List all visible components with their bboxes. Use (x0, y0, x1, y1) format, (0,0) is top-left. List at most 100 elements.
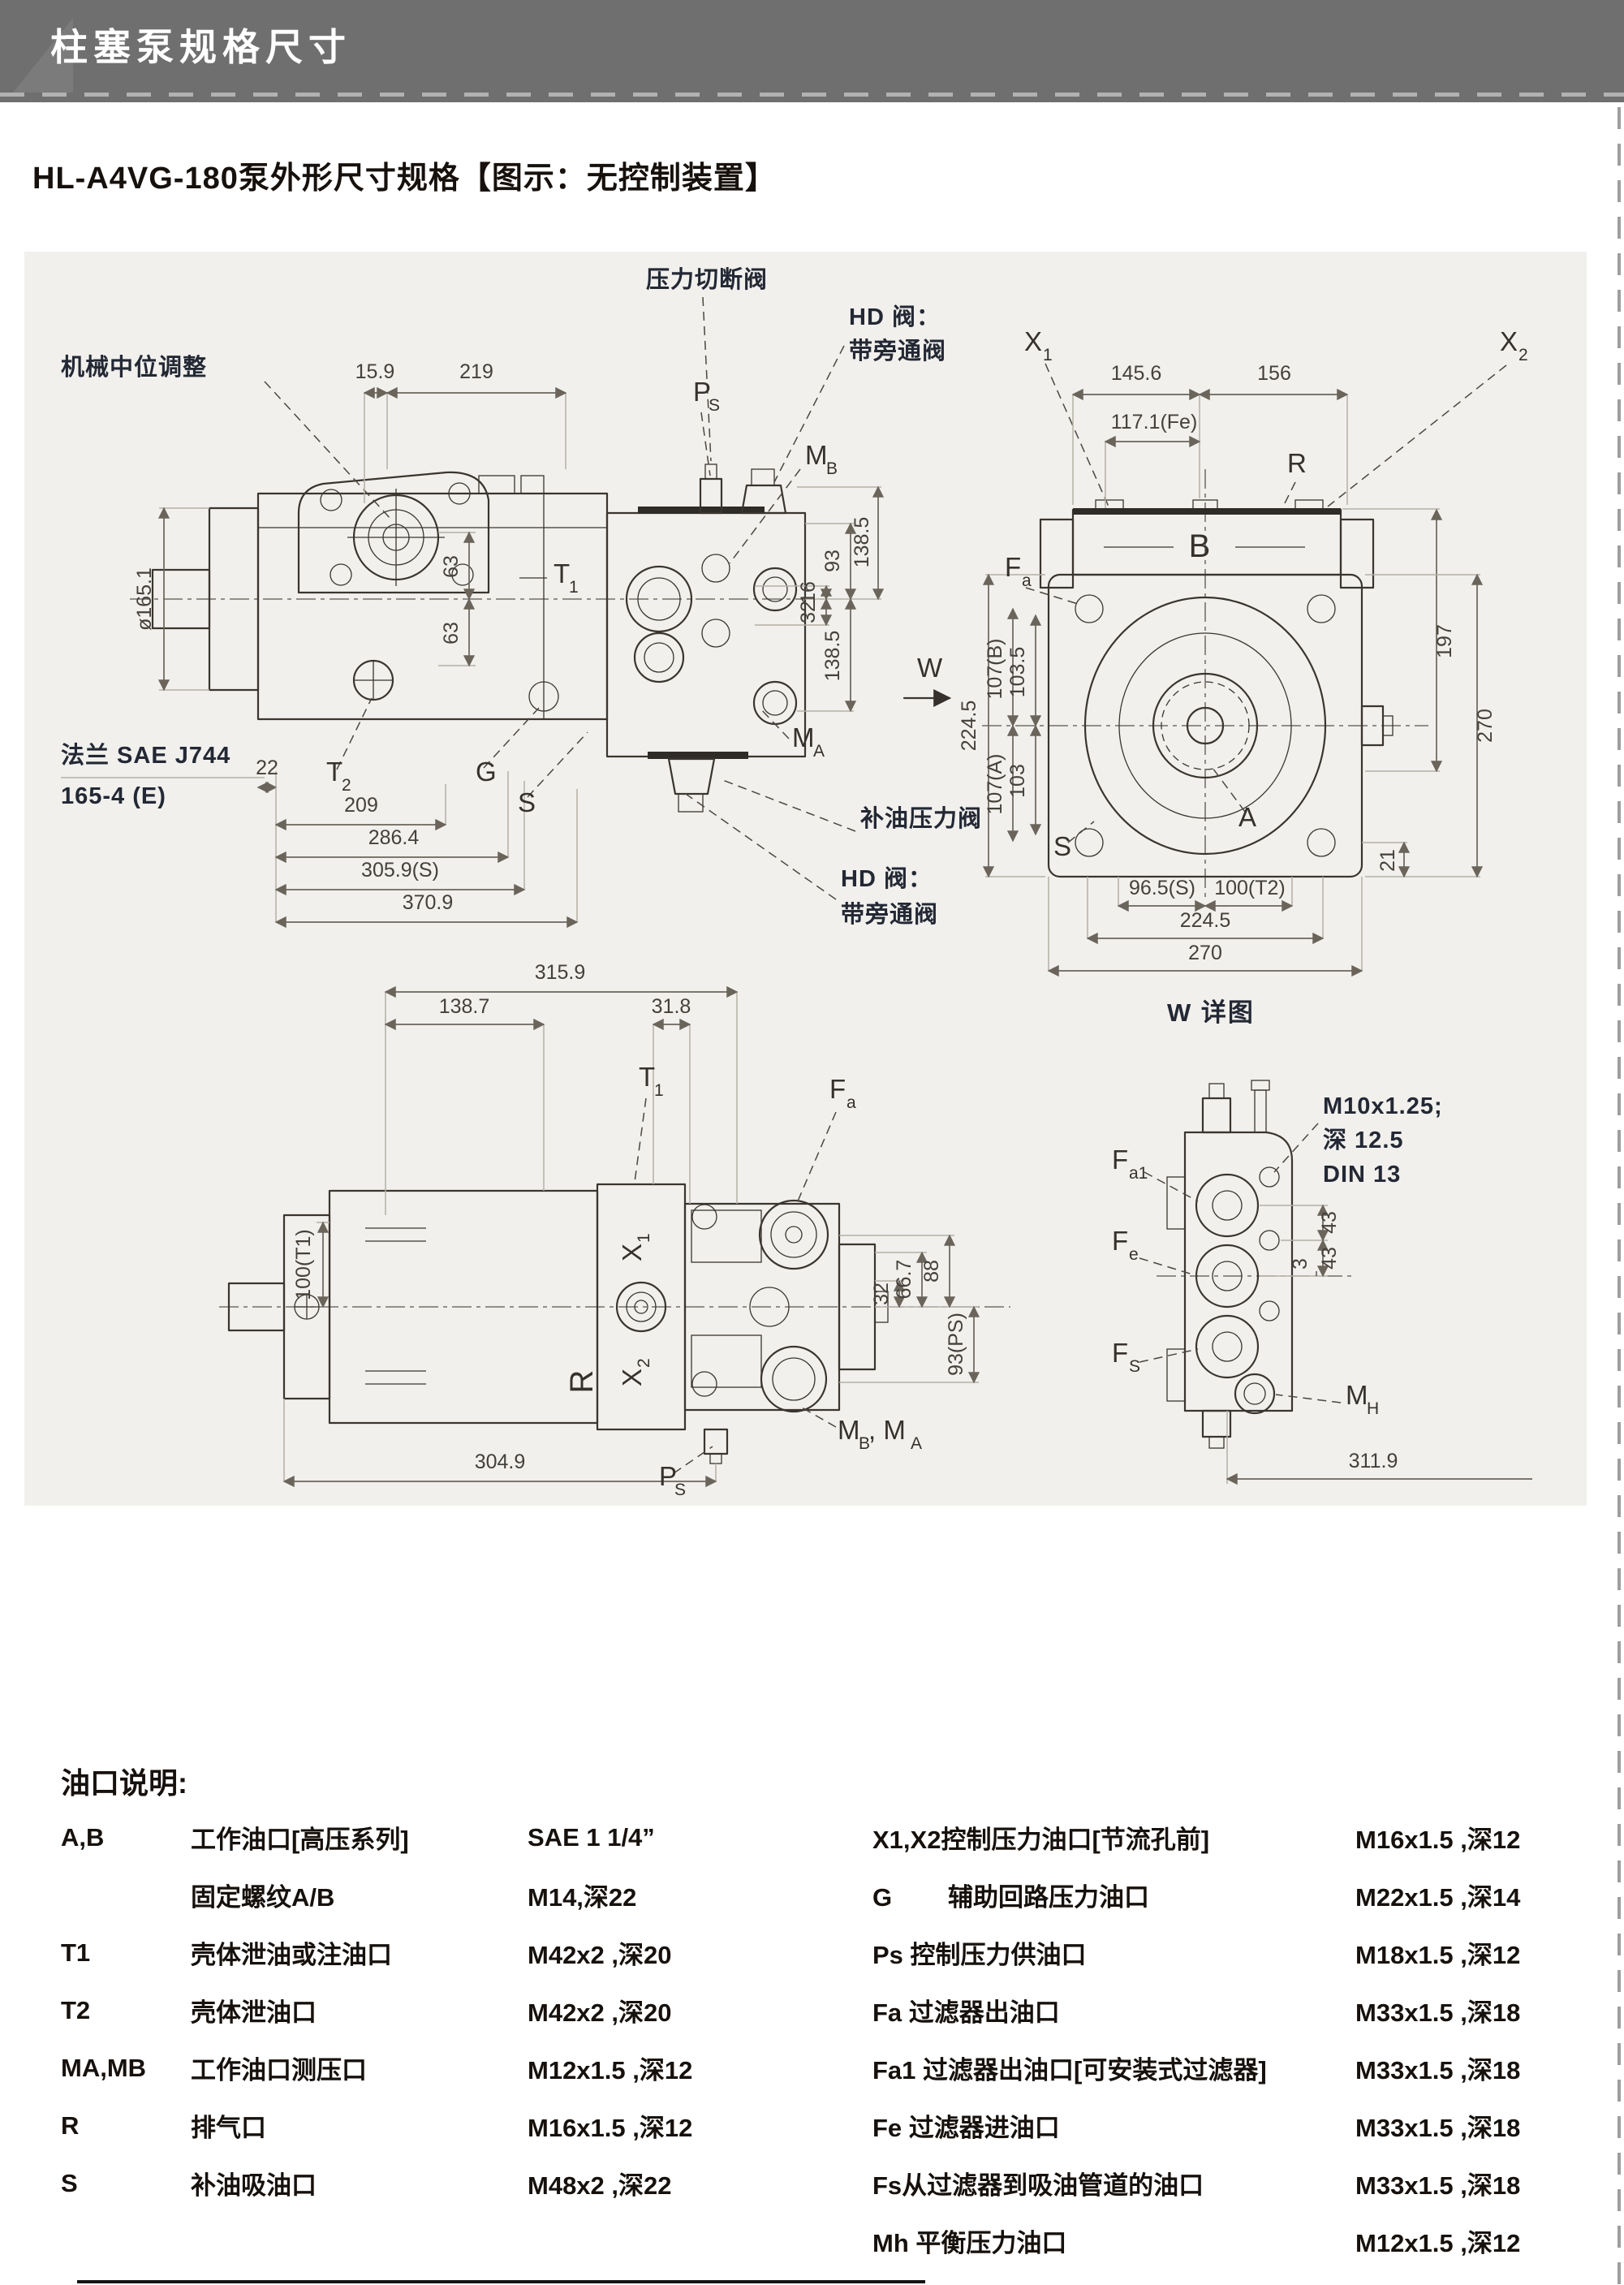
port-label-mb: M (805, 440, 828, 470)
port-label-comma-ma-top: , M (868, 1415, 906, 1445)
port-label: Fa1 过滤器出油口[可安装式过滤器] (872, 2056, 1267, 2085)
table-row: 固定螺纹A/B M14,深22 (61, 1866, 840, 1924)
table-row: Ps 控制压力供油口 M18x1.5 ,深12 (872, 1924, 1595, 1981)
dim-100-t1: 100(T1) (292, 1229, 315, 1300)
port-code: T2 (61, 1995, 91, 2024)
port-spec: M12x1.5 ,深12 (528, 2056, 693, 2085)
port-label-x1: X (1024, 326, 1042, 356)
port-label: Fs从过滤器到吸油管道的油口 (872, 2171, 1204, 2200)
port-spec: M22x1.5 ,深14 (1355, 1883, 1521, 1912)
dim-304-9: 304.9 (475, 1451, 526, 1473)
port-spec: M33x1.5 ,深18 (1355, 2171, 1521, 2200)
port-label-t1-top: T (639, 1062, 655, 1092)
label-flange-line2: 165-4 (E) (61, 783, 166, 809)
label-pressure-cutoff-valve: 压力切断阀 (646, 266, 768, 293)
rear-view-drawing: X 1 X 2 R B F a S A W 145.6 156 117.1(Fe… (902, 326, 1528, 977)
port-code: T1 (61, 1938, 91, 1967)
port-table-title: 油口说明: (61, 1766, 187, 1800)
table-row: T2 壳体泄油口 M42x2 ,深20 (61, 1981, 840, 2039)
port-desc: 排气口 (191, 2114, 266, 2142)
dim-224-5-bottom: 224.5 (1180, 909, 1231, 932)
section-subtitle: HL-A4VG-180泵外形尺寸规格【图示：无控制装置】 (32, 162, 777, 196)
port-label-x2-sub: 2 (1518, 346, 1528, 364)
dim-103-5: 103.5 (1006, 647, 1029, 698)
label-hd-valve-top-line1: HD 阀： (849, 304, 941, 330)
port-label-ps: P (693, 377, 711, 407)
dim-93: 93 (821, 550, 844, 572)
port-label-ma: M (792, 722, 815, 752)
port-desc: 固定螺纹A/B (191, 1883, 335, 1912)
table-row: G 辅助回路压力油口 M22x1.5 ,深14 (872, 1866, 1595, 1924)
port-label-b: B (1189, 528, 1211, 564)
table-row: R 排气口 M16x1.5 ,深12 (61, 2097, 840, 2154)
port-desc: 壳体泄油口 (191, 1998, 317, 2027)
port-spec: SAE 1 1/4” (528, 1822, 655, 1852)
port-desc: 壳体泄油或注油口 (191, 1941, 392, 1969)
dim-286-4: 286.4 (368, 826, 420, 849)
detail-title: W 详图 (1167, 998, 1255, 1027)
label-mechanical-centering: 机械中位调整 (61, 353, 207, 381)
port-code: S (61, 2168, 78, 2197)
port-label-t1: T (554, 558, 570, 588)
port-label-fa-top: F (829, 1074, 846, 1104)
dim-32: 32 (797, 601, 820, 623)
port-table-right-column: X1,X2控制压力油口[节流孔前] M16x1.5 ,深12 G 辅助回路压力油… (872, 1809, 1595, 2270)
port-label-fa1-sub: a1 (1129, 1164, 1148, 1183)
dim-3: 3 (1289, 1258, 1312, 1270)
port-label-fa-sub: a (1022, 571, 1032, 590)
top-view-drawing: T 1 F a X 1 X 2 R P S M B , M A 315.9 13… (219, 961, 1010, 1499)
table-row: X1,X2控制压力油口[节流孔前] M16x1.5 ,深12 (872, 1809, 1595, 1866)
port-label-fa1: F (1112, 1145, 1128, 1175)
port-spec: M33x1.5 ,深18 (1355, 2056, 1521, 2085)
dim-107-b: 107(B) (984, 638, 1006, 699)
port-label-r: R (1287, 448, 1307, 478)
label-hd-valve-top-line2: 带旁通阀 (849, 337, 946, 364)
port-label-x2-top-sub: 2 (635, 1358, 653, 1368)
port-label-ma-top-sub: A (911, 1434, 922, 1453)
dim-224-5-left: 224.5 (958, 701, 980, 752)
port-code: MA,MB (61, 2053, 147, 2082)
port-spec: M33x1.5 ,深18 (1355, 1998, 1521, 2027)
port-label-s: S (518, 787, 536, 817)
page-margin-dashed-line (1618, 107, 1621, 2285)
port-spec: M16x1.5 ,深12 (1355, 1826, 1521, 1854)
dim-145-6: 145.6 (1111, 362, 1162, 385)
port-table-left-column: A,B 工作油口[高压系列] SAE 1 1/4” 固定螺纹A/B M14,深2… (61, 1809, 840, 2212)
port-label-mh: M (1346, 1380, 1368, 1410)
table-row: A,B 工作油口[高压系列] SAE 1 1/4” (61, 1809, 840, 1866)
dim-315-9: 315.9 (535, 961, 586, 984)
port-spec: M48x2 ,深22 (528, 2171, 672, 2200)
label-flange-line1: 法兰 SAE J744 (61, 742, 230, 769)
dim-43-lower: 43 (1318, 1247, 1341, 1270)
port-label: Fa 过滤器出油口 (872, 1998, 1060, 2027)
port-code: R (61, 2110, 80, 2140)
table-row: Fe 过滤器进油口 M33x1.5 ,深18 (872, 2097, 1595, 2154)
port-spec: M42x2 ,深20 (528, 1998, 672, 2027)
w-detail-drawing: W 详图 M10x1.25; 深 12.5 DIN 13 F a1 F e F … (1112, 998, 1532, 1485)
dim-370-9: 370.9 (403, 891, 454, 914)
dim-107-a: 107(A) (984, 753, 1006, 814)
dim-305-9-s: 305.9(S) (361, 859, 439, 882)
label-hd-valve-bottom-line1: HD 阀： (841, 865, 933, 892)
dim-117-1-fe: 117.1(Fe) (1111, 411, 1198, 433)
port-label-ma-sub: A (813, 742, 825, 761)
dim-103: 103 (1006, 764, 1029, 798)
port-label-ps-top-sub: S (674, 1481, 686, 1499)
dim-138-5-upper: 138.5 (851, 517, 873, 568)
dim-96-5-s: 96.5(S) (1129, 877, 1195, 899)
dim-32-top: 32 (870, 1283, 893, 1305)
port-spec: M18x1.5 ,深12 (1355, 1941, 1521, 1969)
port-label-fe-sub: e (1129, 1245, 1139, 1264)
port-label-fs-sub: S (1129, 1357, 1140, 1376)
dim-43-upper: 43 (1318, 1211, 1341, 1234)
port-label-x1-sub: 1 (1043, 346, 1053, 364)
port-label: Fe 过滤器进油口 (872, 2114, 1060, 2142)
dim-219: 219 (459, 360, 493, 383)
port-label-fa: F (1005, 552, 1021, 582)
table-row: T1 壳体泄油或注油口 M42x2 ,深20 (61, 1924, 840, 1981)
port-desc: 工作油口测压口 (191, 2056, 367, 2085)
port-label-x1-top-sub: 1 (635, 1233, 653, 1243)
port-desc: 工作油口[高压系列] (191, 1826, 409, 1854)
port-spec: M42x2 ,深20 (528, 1941, 672, 1969)
